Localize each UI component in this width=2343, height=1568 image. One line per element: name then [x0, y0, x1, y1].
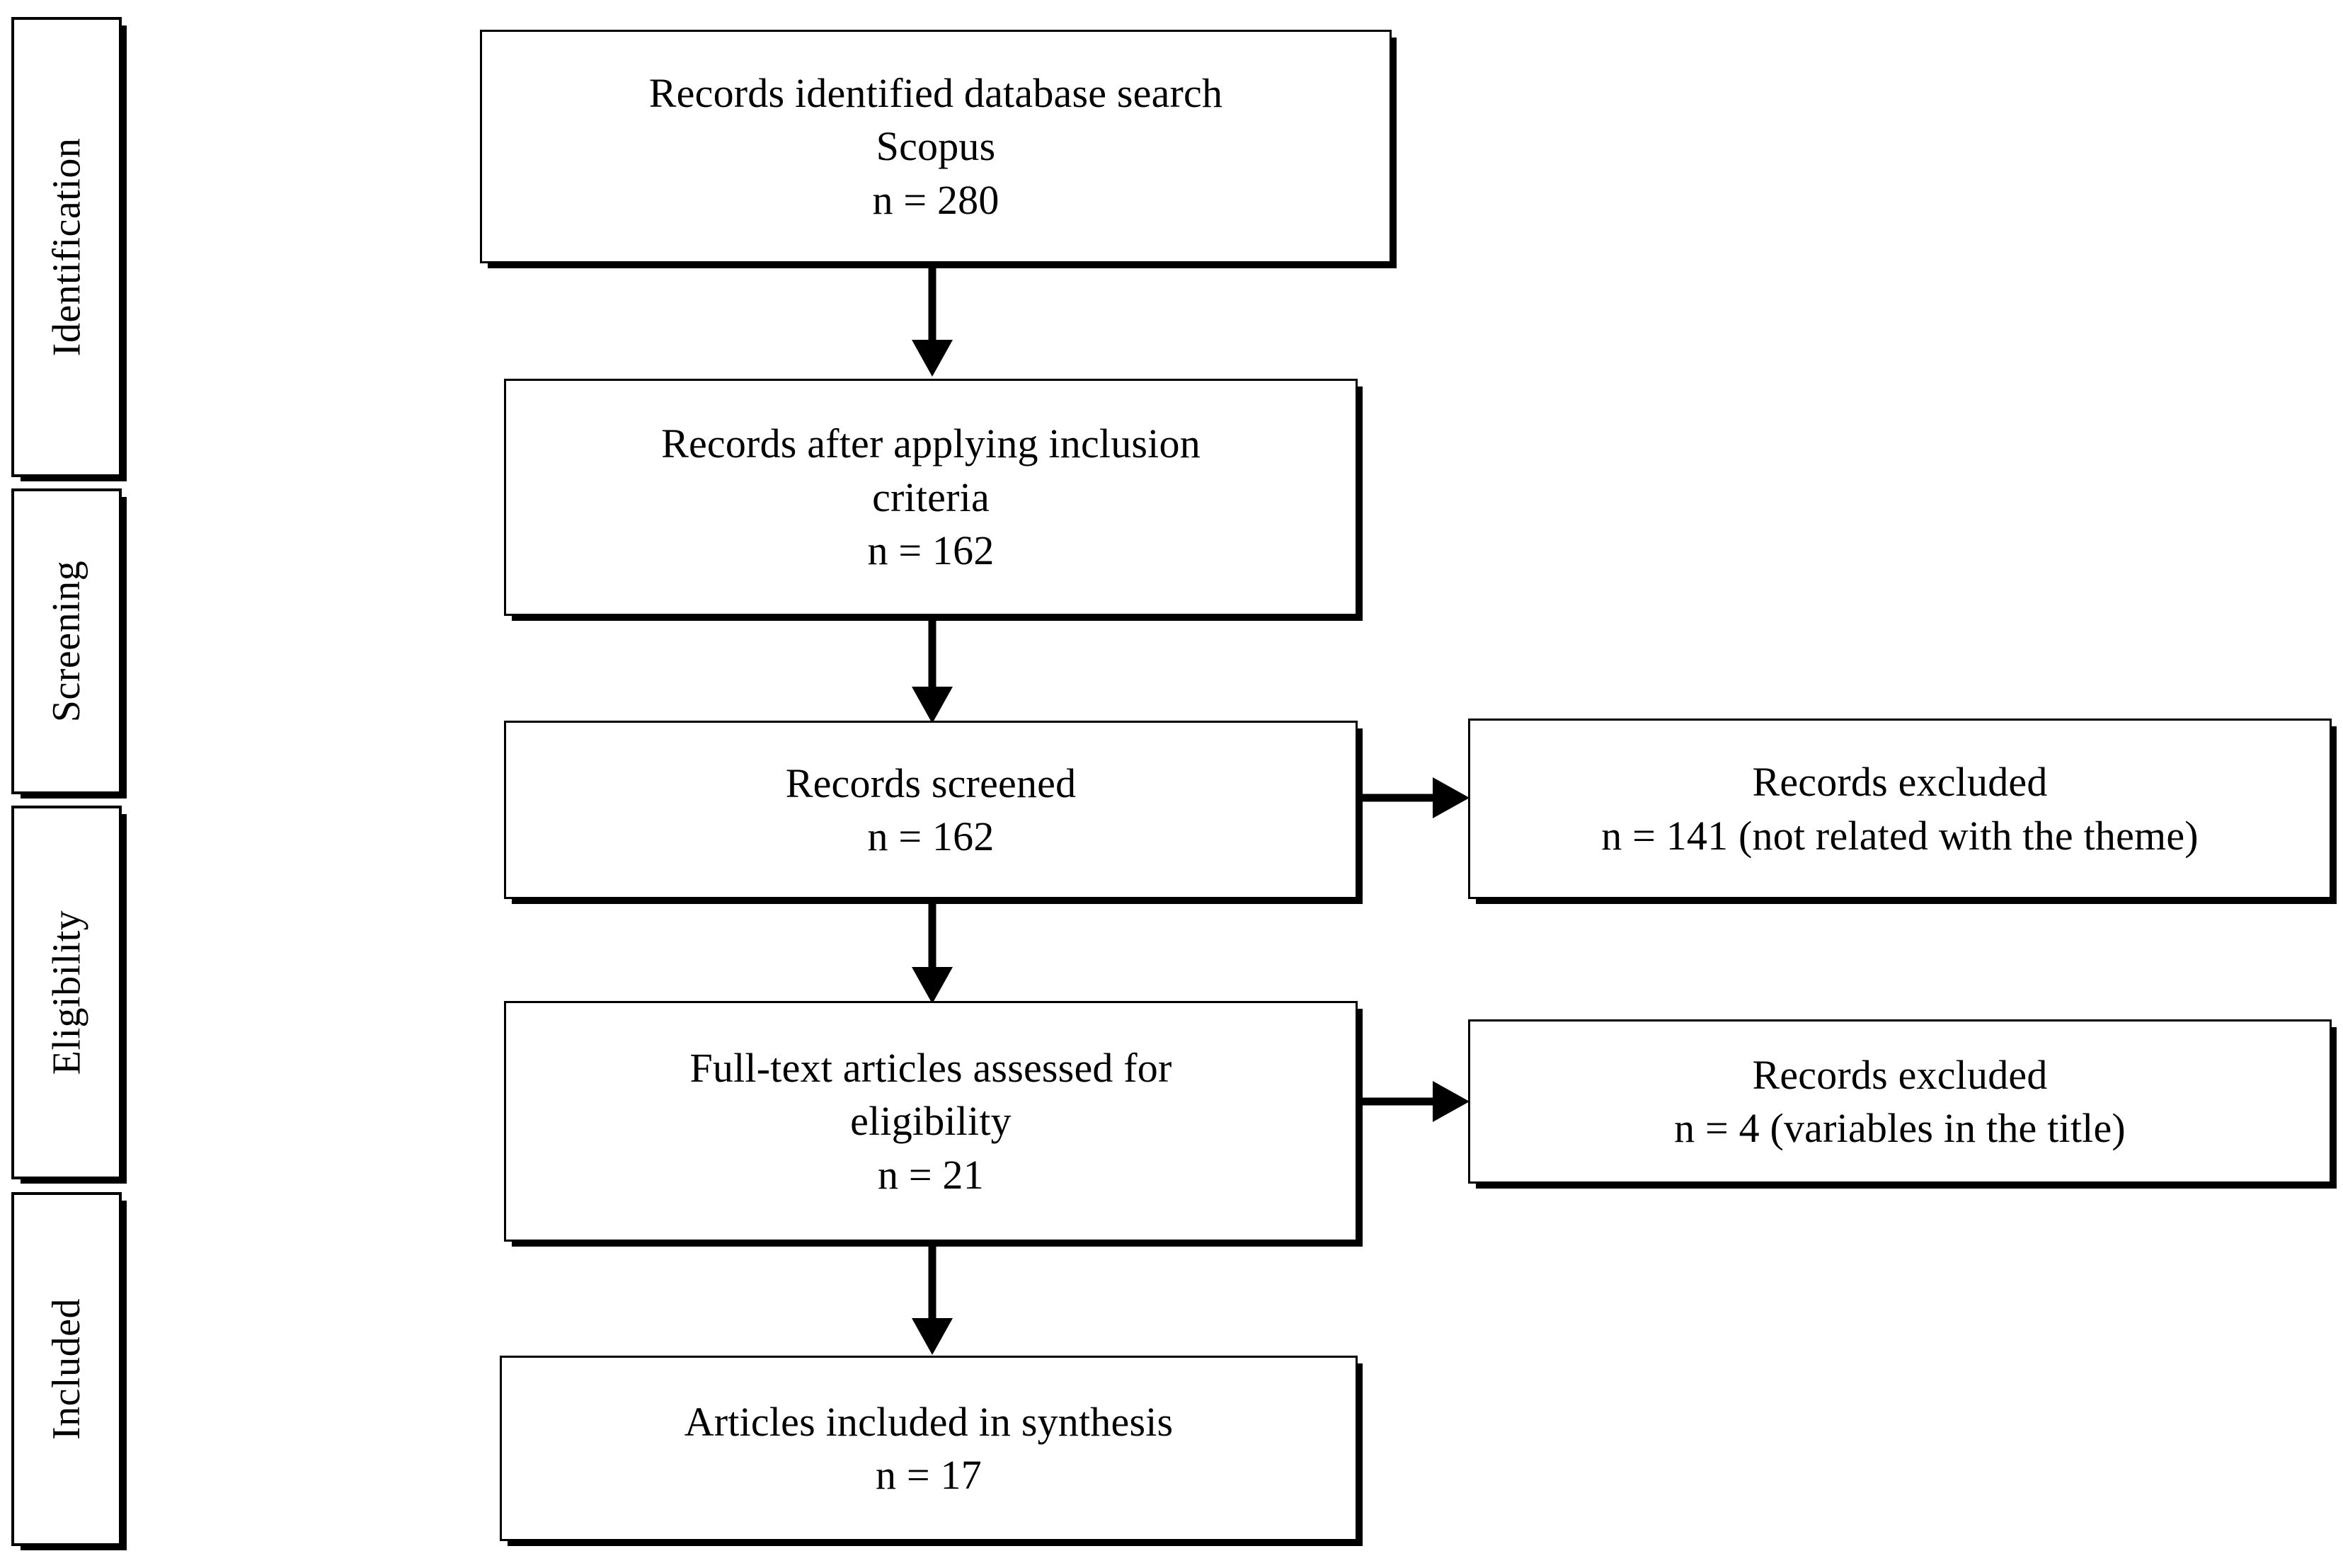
flow-box-count: n = 162	[867, 527, 995, 574]
stage-box-eligibility: Eligibility	[11, 806, 122, 1179]
flow-box-line: Articles included in synthesis	[684, 1398, 1174, 1445]
excluded-box-records-excluded-screening: Records excluded n = 141 (not related wi…	[1468, 719, 2332, 899]
connector-arrow-right-screened-to-excluded	[1358, 777, 1470, 818]
flow-box-articles-included: Articles included in synthesis n = 17	[500, 1356, 1358, 1541]
flow-box-line: Records screened	[785, 760, 1077, 806]
arrow-shaft	[928, 899, 936, 970]
arrow-shaft	[928, 263, 936, 343]
flow-box-line: Full-text articles assessed for	[689, 1044, 1172, 1091]
flow-box-records-screened: Records screened n = 162	[504, 721, 1358, 899]
arrow-head-down-icon	[912, 687, 953, 723]
excluded-box-records-excluded-eligibility: Records excluded n = 4 (variables in the…	[1468, 1019, 2332, 1184]
connector-arrow-down-fulltext-to-included	[912, 1242, 953, 1355]
excluded-box-count: n = 141 (not related with the theme)	[1601, 812, 2199, 859]
connector-arrow-down-screened-to-fulltext	[912, 899, 953, 1004]
flow-box-count: n = 17	[876, 1452, 982, 1498]
arrow-head-down-icon	[912, 340, 953, 377]
flow-box-count: n = 162	[867, 813, 995, 859]
flow-box-count: n = 21	[878, 1151, 984, 1198]
arrow-shaft	[928, 1242, 936, 1321]
flow-box-line: Scopus	[876, 123, 996, 170]
stage-label-eligibility: Eligibility	[45, 910, 88, 1075]
flow-box-line: Records identified database search	[648, 69, 1223, 116]
flow-box-records-identified: Records identified database search Scopu…	[480, 30, 1392, 263]
connector-arrow-right-fulltext-to-excluded	[1358, 1081, 1470, 1122]
excluded-box-count: n = 4 (variables in the title)	[1674, 1105, 2126, 1151]
arrow-shaft	[928, 616, 936, 689]
flow-box-full-text-assessed: Full-text articles assessed for eligibil…	[504, 1001, 1358, 1242]
flow-box-line: eligibility	[850, 1098, 1012, 1145]
excluded-box-line: Records excluded	[1752, 1051, 2048, 1098]
excluded-box-line: Records excluded	[1752, 759, 2048, 806]
connector-arrow-down-inclusion-to-screened	[912, 616, 953, 723]
stage-box-screening: Screening	[11, 488, 122, 794]
arrow-shaft	[1358, 1097, 1436, 1106]
flow-box-line: criteria	[872, 474, 990, 520]
flow-box-line: Records after applying inclusion	[661, 420, 1201, 467]
stage-box-included: Included	[11, 1192, 122, 1546]
stage-box-identification: Identification	[11, 17, 122, 477]
connector-arrow-down-identified-to-inclusion	[912, 263, 953, 377]
arrow-head-right-icon	[1433, 777, 1470, 818]
flow-box-after-inclusion-criteria: Records after applying inclusion criteri…	[504, 379, 1358, 616]
arrow-shaft	[1358, 794, 1436, 802]
arrow-head-right-icon	[1433, 1081, 1470, 1122]
stage-label-identification: Identification	[45, 137, 88, 357]
arrow-head-down-icon	[912, 1318, 953, 1355]
arrow-head-down-icon	[912, 967, 953, 1004]
stage-label-included: Included	[45, 1298, 89, 1440]
stage-label-screening: Screening	[45, 560, 89, 723]
flow-box-count: n = 280	[872, 176, 999, 223]
